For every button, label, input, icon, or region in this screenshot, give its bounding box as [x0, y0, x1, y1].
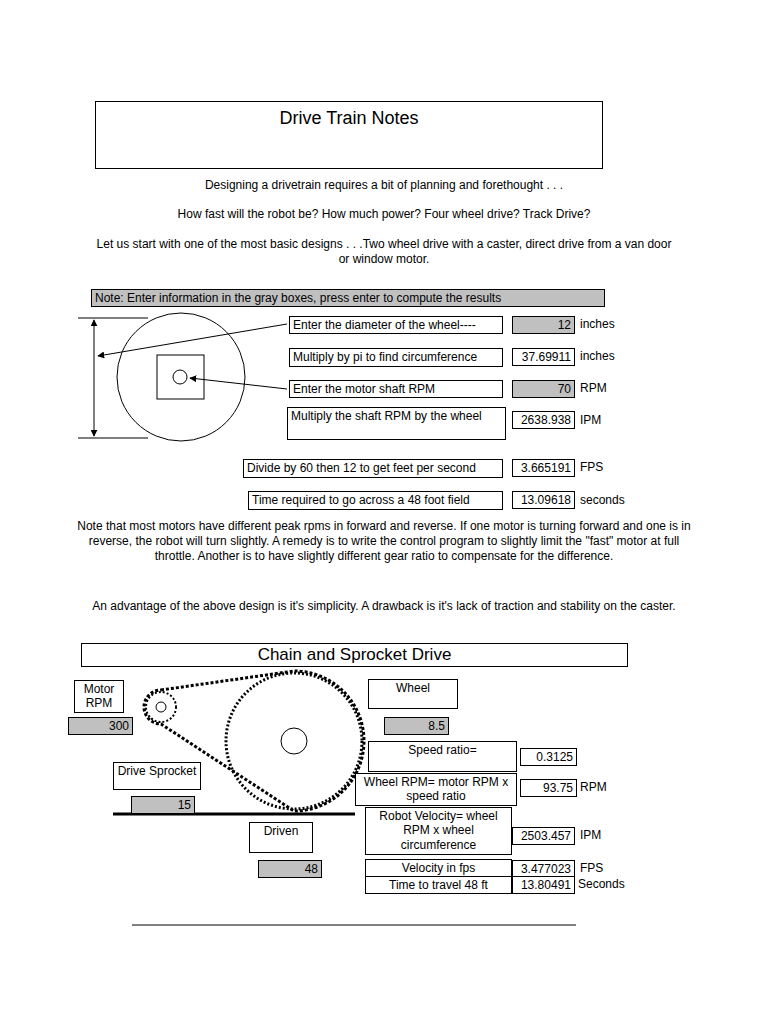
box-text: Multiply by pi to find circumference: [293, 350, 499, 364]
result-box: 13.09618: [512, 491, 575, 509]
box-text: Time to travel 48 ft: [369, 878, 508, 892]
result-box: 2638.938: [512, 411, 575, 429]
note-text: An advantage of the above design is it's…: [72, 599, 696, 614]
box-text: Divide by 60 then 12 to get feet per sec…: [247, 461, 499, 475]
input-box: 12: [512, 316, 575, 334]
box-text: Enter the motor shaft RPM: [293, 382, 499, 396]
box-text: 13.80491: [516, 878, 571, 892]
box-text: 3.665191: [516, 461, 571, 475]
prompt-box: Enter the motor shaft RPM: [289, 380, 503, 398]
box-text: Multiply the shaft RPM by the wheel: [291, 409, 502, 423]
prompt-box: Driven: [249, 822, 313, 853]
box-text: 3.477023: [516, 862, 571, 876]
section-heading: Chain and Sprocket Drive: [81, 643, 628, 667]
box-text: Time required to go across a 48 foot fie…: [252, 493, 499, 507]
box-text: Note: Enter information in the gray boxe…: [95, 291, 601, 305]
note-text: Designing a drivetrain requires a bit of…: [94, 178, 674, 193]
prompt-box: Multiply the shaft RPM by the wheel: [287, 407, 506, 440]
input-box: 300: [68, 717, 133, 735]
sprocket-drawing: [113, 671, 364, 814]
box-text: Robot Velocity= wheel RPM x wheel circum…: [369, 809, 508, 852]
note-text: Note that most motors have different pea…: [70, 519, 698, 564]
chain: [144, 671, 364, 811]
note-band: Note: Enter information in the gray boxe…: [91, 289, 605, 307]
unit-label: IPM: [580, 828, 640, 843]
axle: [156, 702, 166, 712]
formula-box: Robot Velocity= wheel RPM x wheel circum…: [365, 807, 512, 855]
leader-line: [98, 324, 287, 356]
result-box: 13.80491: [512, 876, 575, 894]
result-box: 0.3125: [520, 748, 577, 766]
box-text: Velocity in fps: [369, 861, 508, 875]
unit-label: seconds: [580, 493, 650, 508]
result-box: 37.69911: [512, 348, 575, 366]
input-box: 15: [131, 796, 195, 814]
axle: [281, 728, 307, 754]
box-text: Enter the diameter of the wheel----: [293, 318, 499, 332]
input-box: 48: [258, 860, 322, 878]
title-box: Drive Train Notes: [95, 101, 603, 169]
input-box: 8.5: [384, 717, 449, 735]
wheel-drawing: [78, 313, 287, 441]
drive-sprocket: [146, 692, 176, 722]
prompt-box: Motor RPM: [74, 680, 124, 713]
result-box: 3.665191: [512, 459, 575, 477]
box-text: Drive Train Notes: [99, 108, 599, 130]
result-box: 2503.457: [512, 827, 575, 845]
box-text: 8.5: [388, 719, 445, 733]
box-text: 13.09618: [516, 493, 571, 507]
box-text: Chain and Sprocket Drive: [85, 645, 624, 665]
unit-label: Seconds: [578, 877, 648, 892]
prompt-box: Divide by 60 then 12 to get feet per sec…: [243, 459, 503, 478]
note-text: How fast will the robot be? How much pow…: [94, 207, 674, 222]
box-text: Drive Sprocket: [117, 764, 197, 778]
box-text: 70: [516, 382, 571, 396]
prompt-box: Multiply by pi to find circumference: [289, 348, 503, 367]
box-text: 48: [262, 862, 318, 876]
box-text: 15: [135, 798, 191, 812]
formula-box: Velocity in fps: [365, 859, 512, 877]
box-text: 93.75: [524, 781, 573, 795]
input-box: 70: [512, 380, 575, 398]
box-text: Wheel: [372, 681, 454, 695]
unit-label: FPS: [580, 861, 640, 876]
leader-line: [190, 378, 287, 389]
prompt-box: Time required to go across a 48 foot fie…: [248, 491, 503, 510]
box-text: Motor RPM: [78, 682, 120, 711]
unit-label: RPM: [580, 780, 640, 795]
unit-label: inches: [580, 317, 640, 332]
box-text: 37.69911: [516, 350, 571, 364]
box-text: Wheel RPM= motor RPM x speed ratio: [359, 775, 513, 804]
prompt-box: Drive Sprocket: [113, 762, 201, 790]
formula-box: Time to travel 48 ft: [365, 876, 512, 894]
box-text: 2638.938: [516, 413, 571, 427]
box-text: 300: [72, 719, 129, 733]
box-text: Driven: [253, 824, 309, 838]
box-text: Speed ratio=: [372, 743, 513, 757]
unit-label: RPM: [580, 381, 640, 396]
unit-label: FPS: [580, 460, 640, 475]
box-text: 12: [516, 318, 571, 332]
formula-box: Wheel RPM= motor RPM x speed ratio: [355, 773, 517, 806]
box-text: 2503.457: [516, 829, 571, 843]
note-text: Let us start with one of the most basic …: [90, 237, 678, 267]
prompt-box: Wheel: [368, 679, 458, 709]
driven-sprocket: [226, 673, 362, 809]
result-box: 93.75: [520, 779, 577, 797]
prompt-box: Speed ratio=: [368, 741, 517, 772]
rule: [132, 925, 576, 926]
prompt-box: Enter the diameter of the wheel----: [289, 316, 503, 334]
box-text: 0.3125: [524, 750, 573, 764]
unit-label: inches: [580, 349, 640, 364]
unit-label: IPM: [580, 413, 640, 428]
